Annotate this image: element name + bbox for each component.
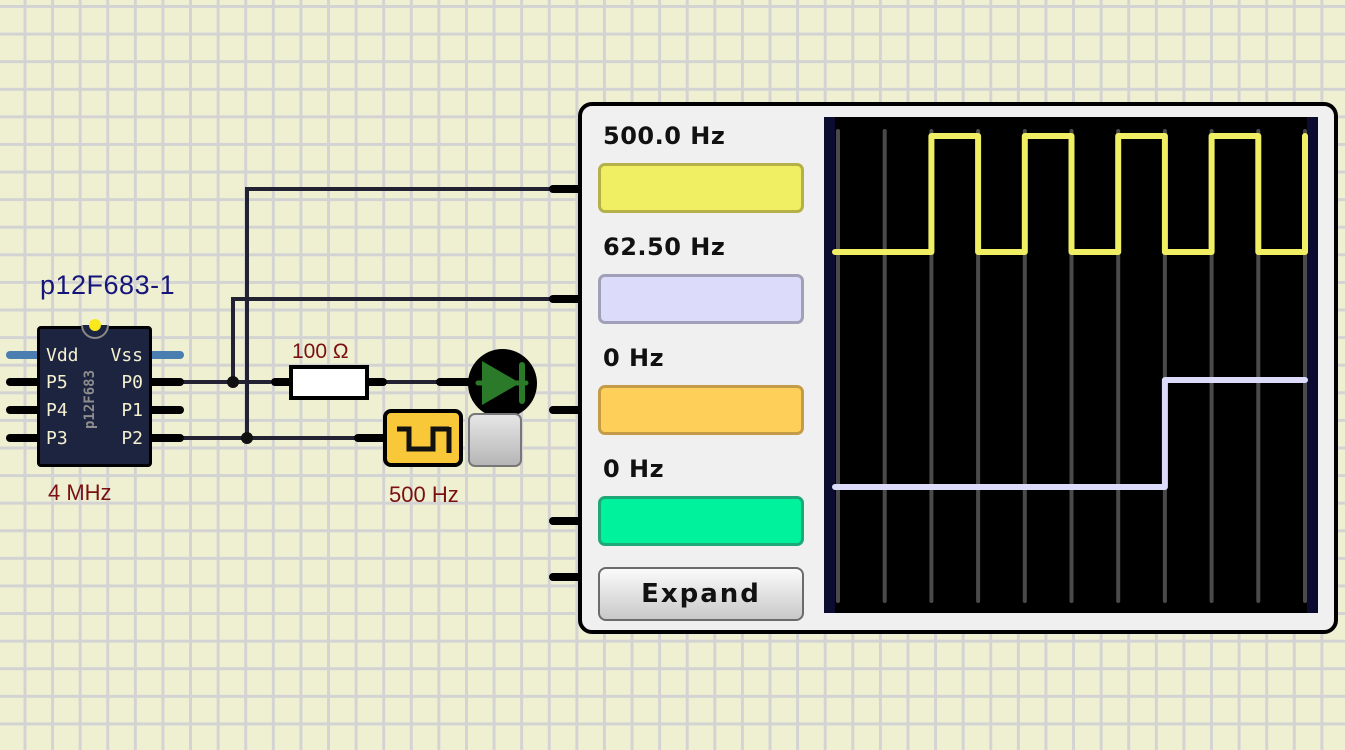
channel-3-color[interactable] xyxy=(598,385,804,435)
pin-label-p1: P1 xyxy=(121,400,143,421)
wire-ch2 xyxy=(231,297,557,384)
power-indicator-icon xyxy=(89,319,101,331)
channel-3-frequency: 0 Hz xyxy=(603,344,665,372)
junction-p2 xyxy=(241,432,253,444)
mcu-notch xyxy=(81,319,109,339)
clock-source[interactable] xyxy=(383,409,463,467)
pin-label-p0: P0 xyxy=(121,372,143,393)
chip-part-label: p12F683 xyxy=(82,369,98,429)
diode-icon xyxy=(475,361,529,405)
wire-ch1 xyxy=(245,187,557,440)
junction-p0 xyxy=(227,376,239,388)
expand-button[interactable]: Expand xyxy=(598,567,804,621)
channel-1-color[interactable] xyxy=(598,163,804,213)
clock-toggle-button[interactable] xyxy=(468,413,522,467)
clock-frequency: 500 Hz xyxy=(389,482,459,507)
channel-1-frequency: 500.0 Hz xyxy=(603,122,726,150)
logic-analyzer[interactable]: 500.0 Hz 62.50 Hz 0 Hz 0 Hz Expand xyxy=(578,102,1338,634)
resistor-value: 100 Ω xyxy=(292,340,349,363)
channel-2-color[interactable] xyxy=(598,274,804,324)
mcu-name: p12F683-1 xyxy=(40,270,176,300)
pin-label-vdd: Vdd xyxy=(46,345,79,366)
resistor[interactable] xyxy=(289,365,369,400)
pin-label-p3: P3 xyxy=(46,428,68,449)
channel-4-frequency: 0 Hz xyxy=(603,455,665,483)
square-wave-icon xyxy=(397,426,452,453)
trace-ch1 xyxy=(832,133,1308,255)
pin-label-p2: P2 xyxy=(121,428,143,449)
led[interactable] xyxy=(468,349,537,418)
pin-label-p5: P5 xyxy=(46,372,68,393)
trace-ch2 xyxy=(832,377,1308,490)
channel-4-color[interactable] xyxy=(598,496,804,546)
mcu-clock-label: 4 MHz xyxy=(48,480,112,505)
channel-2-frequency: 62.50 Hz xyxy=(603,233,726,261)
waveform-display xyxy=(824,117,1318,613)
pin-label-p4: P4 xyxy=(46,400,68,421)
pin-label-vss: Vss xyxy=(110,345,143,366)
mcu-chip[interactable]: Vdd P5 P4 P3 Vss P0 P1 P2 p12F683 xyxy=(37,319,152,467)
